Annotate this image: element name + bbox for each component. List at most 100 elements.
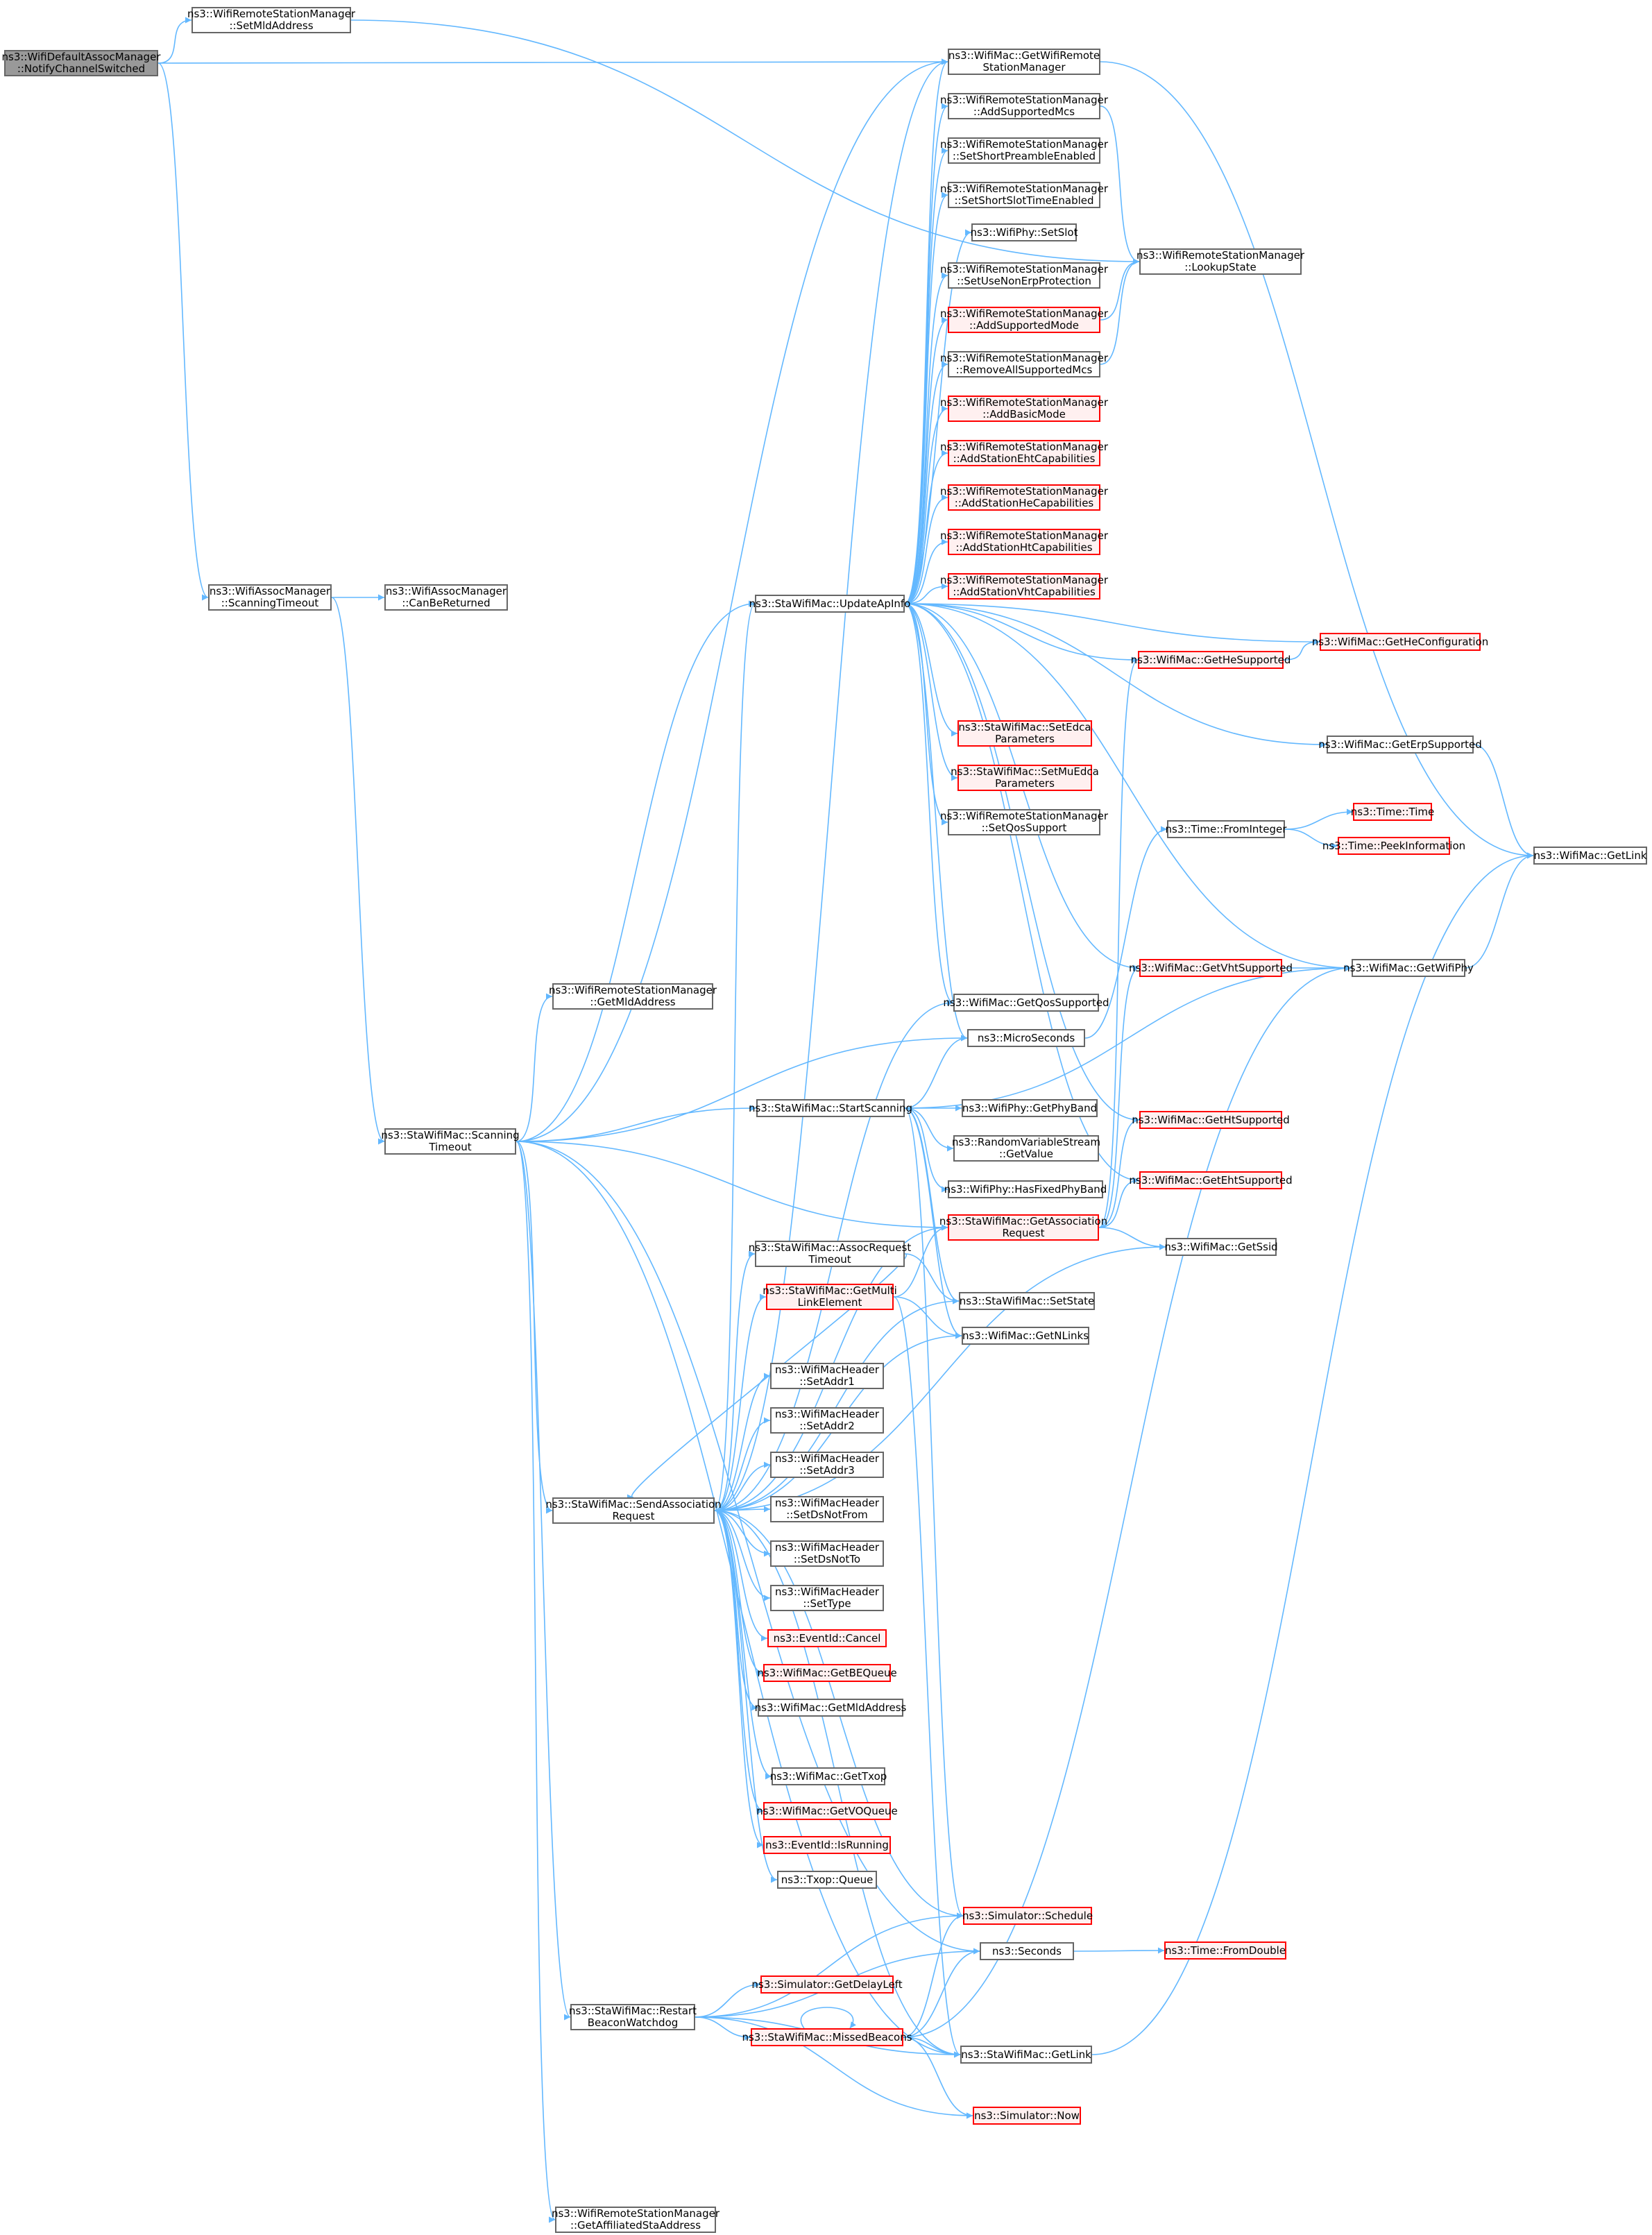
node-getmldaddr_rsm[interactable]: ns3::WifiRemoteStationManager::GetMldAdd… bbox=[549, 983, 717, 1010]
node-getqossup[interactable]: ns3::WifiMac::GetQosSupported bbox=[943, 994, 1109, 1012]
node-macgetlink[interactable]: ns3::WifiMac::GetLink bbox=[1533, 847, 1647, 865]
node-getmldaddr_mac[interactable]: ns3::WifiMac::GetMldAddress bbox=[755, 1699, 906, 1717]
node-addeht[interactable]: ns3::WifiRemoteStationManager::AddStatio… bbox=[940, 440, 1108, 466]
node-label-line: Parameters bbox=[995, 733, 1055, 745]
node-label-line: ns3::WifiRemoteStationManager bbox=[939, 352, 1109, 364]
node-simschedule[interactable]: ns3::Simulator::Schedule bbox=[962, 1907, 1093, 1925]
edge-restartbeacon-to-simgetdelay bbox=[695, 1981, 761, 2018]
edge-scantimeout_am-to-sta_scantimeout bbox=[331, 597, 385, 1145]
node-label-line: ns3::StaWifiMac::SendAssociation bbox=[545, 1498, 722, 1511]
node-gethtsup[interactable]: ns3::WifiMac::GetHtSupported bbox=[1132, 1111, 1290, 1129]
node-addbasicmode[interactable]: ns3::WifiRemoteStationManager::AddBasicM… bbox=[940, 396, 1108, 422]
node-simgetdelay[interactable]: ns3::Simulator::GetDelayLeft bbox=[751, 1975, 903, 1994]
node-scantimeout_am[interactable]: ns3::WifiAssocManager::ScanningTimeout bbox=[208, 584, 332, 611]
edge-sendassoc-to-setaddr1 bbox=[714, 1373, 771, 1511]
node-getvhtsup[interactable]: ns3::WifiMac::GetVhtSupported bbox=[1129, 959, 1293, 977]
node-timefromint[interactable]: ns3::Time::FromInteger bbox=[1166, 820, 1286, 838]
edge-sendassoc-to-getbequeue bbox=[714, 1510, 764, 1676]
node-hasfixedphyband[interactable]: ns3::WifiPhy::HasFixedPhyBand bbox=[944, 1180, 1107, 1198]
node-setshortpre[interactable]: ns3::WifiRemoteStationManager::SetShortP… bbox=[940, 137, 1108, 164]
node-label-line: ::CanBeReturned bbox=[402, 597, 491, 609]
node-setdsnotto[interactable]: ns3::WifiMacHeader::SetDsNotTo bbox=[770, 1540, 884, 1567]
node-stagetlink[interactable]: ns3::StaWifiMac::GetLink bbox=[960, 2046, 1092, 2064]
edge-restartbeacon-to-missedbeacons bbox=[695, 2016, 751, 2041]
node-label-line: ns3::WifiMac::GetWifiRemote bbox=[948, 49, 1100, 62]
node-label-line: ns3::Simulator::Schedule bbox=[962, 1909, 1093, 1922]
node-addsupmode[interactable]: ns3::WifiRemoteStationManager::AddSuppor… bbox=[940, 307, 1108, 333]
node-label-line: ns3::StaWifiMac::SetMuEdca bbox=[951, 765, 1099, 778]
node-getnlinks[interactable]: ns3::WifiMac::GetNLinks bbox=[962, 1327, 1089, 1345]
node-lookupstate[interactable]: ns3::WifiRemoteStationManager::LookupSta… bbox=[1136, 248, 1304, 275]
edge-microseconds-to-timefromint bbox=[1084, 826, 1168, 1039]
node-microseconds[interactable]: ns3::MicroSeconds bbox=[967, 1029, 1085, 1047]
node-setshortslot[interactable]: ns3::WifiRemoteStationManager::SetShortS… bbox=[940, 182, 1108, 208]
node-canbereturned[interactable]: ns3::WifiAssocManager::CanBeReturned bbox=[384, 584, 508, 611]
node-setqossupport[interactable]: ns3::WifiRemoteStationManager::SetQosSup… bbox=[940, 809, 1108, 835]
node-setdsnotfrom[interactable]: ns3::WifiMacHeader::SetDsNotFrom bbox=[770, 1496, 884, 1522]
node-timetime[interactable]: ns3::Time::Time bbox=[1350, 803, 1435, 821]
node-label-line: ns3::WifiMacHeader bbox=[774, 1541, 880, 1554]
node-label-line: Request bbox=[612, 1510, 655, 1522]
edge-updateapinfo-to-getqossup bbox=[904, 603, 954, 1006]
node-setaddr3[interactable]: ns3::WifiMacHeader::SetAddr3 bbox=[770, 1452, 884, 1478]
node-addvht[interactable]: ns3::WifiRemoteStationManager::AddStatio… bbox=[940, 573, 1108, 600]
node-startscanning[interactable]: ns3::StaWifiMac::StartScanning bbox=[749, 1099, 912, 1117]
node-getvoqueue[interactable]: ns3::WifiMac::GetVOQueue bbox=[756, 1802, 898, 1820]
node-label-line: ns3::MicroSeconds bbox=[977, 1031, 1075, 1044]
node-setmld[interactable]: ns3::WifiRemoteStationManager::SetMldAdd… bbox=[187, 7, 355, 33]
edge-sendassoc-to-getmultilink bbox=[714, 1293, 767, 1511]
edge-sta_scantimeout-to-startscanning bbox=[516, 1105, 757, 1142]
node-seconds[interactable]: ns3::Seconds bbox=[980, 1942, 1074, 1960]
edge-updateapinfo-to-addeht bbox=[904, 450, 948, 604]
node-label-line: ns3::Time::Time bbox=[1350, 805, 1435, 818]
node-setaddr1[interactable]: ns3::WifiMacHeader::SetAddr1 bbox=[770, 1363, 884, 1389]
node-missedbeacons[interactable]: ns3::StaWifiMac::MissedBeacons bbox=[742, 2028, 912, 2046]
node-setaddr2[interactable]: ns3::WifiMacHeader::SetAddr2 bbox=[770, 1407, 884, 1434]
node-gettxop[interactable]: ns3::WifiMac::GetTxop bbox=[770, 1767, 887, 1785]
node-getwifiphy[interactable]: ns3::WifiMac::GetWifiPhy bbox=[1343, 959, 1474, 977]
node-gethesup[interactable]: ns3::WifiMac::GetHeSupported bbox=[1131, 651, 1291, 669]
node-addsupmcs[interactable]: ns3::WifiRemoteStationManager::AddSuppor… bbox=[940, 93, 1108, 119]
edge-updateapinfo-to-getwifiphy bbox=[904, 603, 1352, 971]
node-rvsgetvalue[interactable]: ns3::RandomVariableStream::GetValue bbox=[952, 1135, 1100, 1162]
node-setusenonerp[interactable]: ns3::WifiRemoteStationManager::SetUseNon… bbox=[940, 262, 1108, 289]
edge-sendassoc-to-setaddr2 bbox=[714, 1417, 771, 1511]
node-txopqueue[interactable]: ns3::Txop::Queue bbox=[777, 1871, 877, 1889]
node-updateapinfo[interactable]: ns3::StaWifiMac::UpdateApInfo bbox=[749, 595, 910, 613]
node-getehtsup[interactable]: ns3::WifiMac::GetEhtSupported bbox=[1129, 1171, 1293, 1189]
node-eventisrunning[interactable]: ns3::EventId::IsRunning bbox=[763, 1836, 891, 1854]
node-eventcancel[interactable]: ns3::EventId::Cancel bbox=[767, 1629, 887, 1647]
node-addht[interactable]: ns3::WifiRemoteStationManager::AddStatio… bbox=[940, 529, 1108, 555]
node-label-line: ns3::StaWifiMac::UpdateApInfo bbox=[749, 597, 911, 610]
edge-geterpsup-to-macgetlink bbox=[1473, 744, 1534, 859]
node-getheconf[interactable]: ns3::WifiMac::GetHeConfiguration bbox=[1312, 633, 1488, 651]
node-removeallmcs[interactable]: ns3::WifiRemoteStationManager::RemoveAll… bbox=[940, 351, 1108, 377]
node-getphyband[interactable]: ns3::WifiPhy::GetPhyBand bbox=[962, 1099, 1098, 1117]
edge-sta_scantimeout-to-restartbeacon bbox=[516, 1141, 571, 2021]
node-setslot[interactable]: ns3::WifiPhy::SetSlot bbox=[971, 223, 1078, 241]
node-geterpsup[interactable]: ns3::WifiMac::GetErpSupported bbox=[1318, 736, 1482, 754]
node-getaffiliated[interactable]: ns3::WifiRemoteStationManager::GetAffili… bbox=[552, 2207, 719, 2233]
node-addhe[interactable]: ns3::WifiRemoteStationManager::AddStatio… bbox=[940, 484, 1108, 511]
node-label-line: ns3::WifiMac::GetBEQueue bbox=[757, 1666, 897, 1679]
node-timefromdouble[interactable]: ns3::Time::FromDouble bbox=[1164, 1941, 1286, 1960]
edge-updateapinfo-to-addht bbox=[904, 538, 948, 604]
node-getssid[interactable]: ns3::WifiMac::GetSsid bbox=[1164, 1238, 1278, 1256]
edge-missedbeacons-to-stagetlink bbox=[903, 2037, 961, 2058]
node-simnow[interactable]: ns3::Simulator::Now bbox=[973, 2107, 1081, 2125]
node-timepeek[interactable]: ns3::Time::PeekInformation bbox=[1322, 837, 1465, 855]
node-settype[interactable]: ns3::WifiMacHeader::SetType bbox=[770, 1585, 884, 1611]
node-getbequeue[interactable]: ns3::WifiMac::GetBEQueue bbox=[757, 1664, 897, 1682]
node-setstate[interactable]: ns3::StaWifiMac::SetState bbox=[959, 1292, 1095, 1310]
edge-updateapinfo-to-setqossupport bbox=[904, 603, 948, 826]
